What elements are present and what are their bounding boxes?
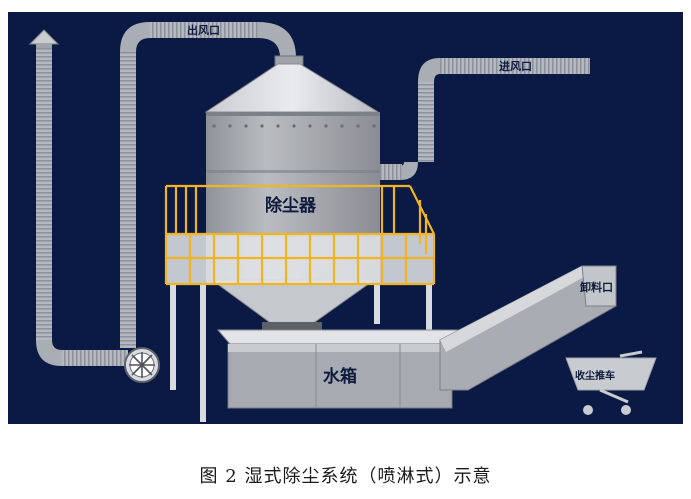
label-outlet: 出风口 xyxy=(187,23,220,37)
inlet-pipe xyxy=(380,58,590,180)
figure-caption: 图 2 湿式除尘系统（喷淋式）示意 xyxy=(199,466,492,487)
label-collector: 除尘器 xyxy=(265,195,317,216)
label-inlet: 进风口 xyxy=(499,59,532,73)
safety-railing xyxy=(164,184,436,286)
platform-legs xyxy=(170,284,432,422)
dust-cart-icon xyxy=(565,350,657,415)
label-water-tank: 水箱 xyxy=(323,366,357,387)
water-tank xyxy=(216,329,464,409)
discharge-conveyor xyxy=(439,265,617,391)
label-cart: 收尘推车 xyxy=(575,369,615,382)
exhaust-chimney xyxy=(28,29,128,366)
riser-pipe xyxy=(120,22,296,348)
diagram-canvas: 出风口 进风口 除尘器 水箱 卸料口 收尘推车 xyxy=(8,12,683,424)
label-discharge: 卸料口 xyxy=(580,280,613,294)
fan-icon xyxy=(124,347,160,383)
